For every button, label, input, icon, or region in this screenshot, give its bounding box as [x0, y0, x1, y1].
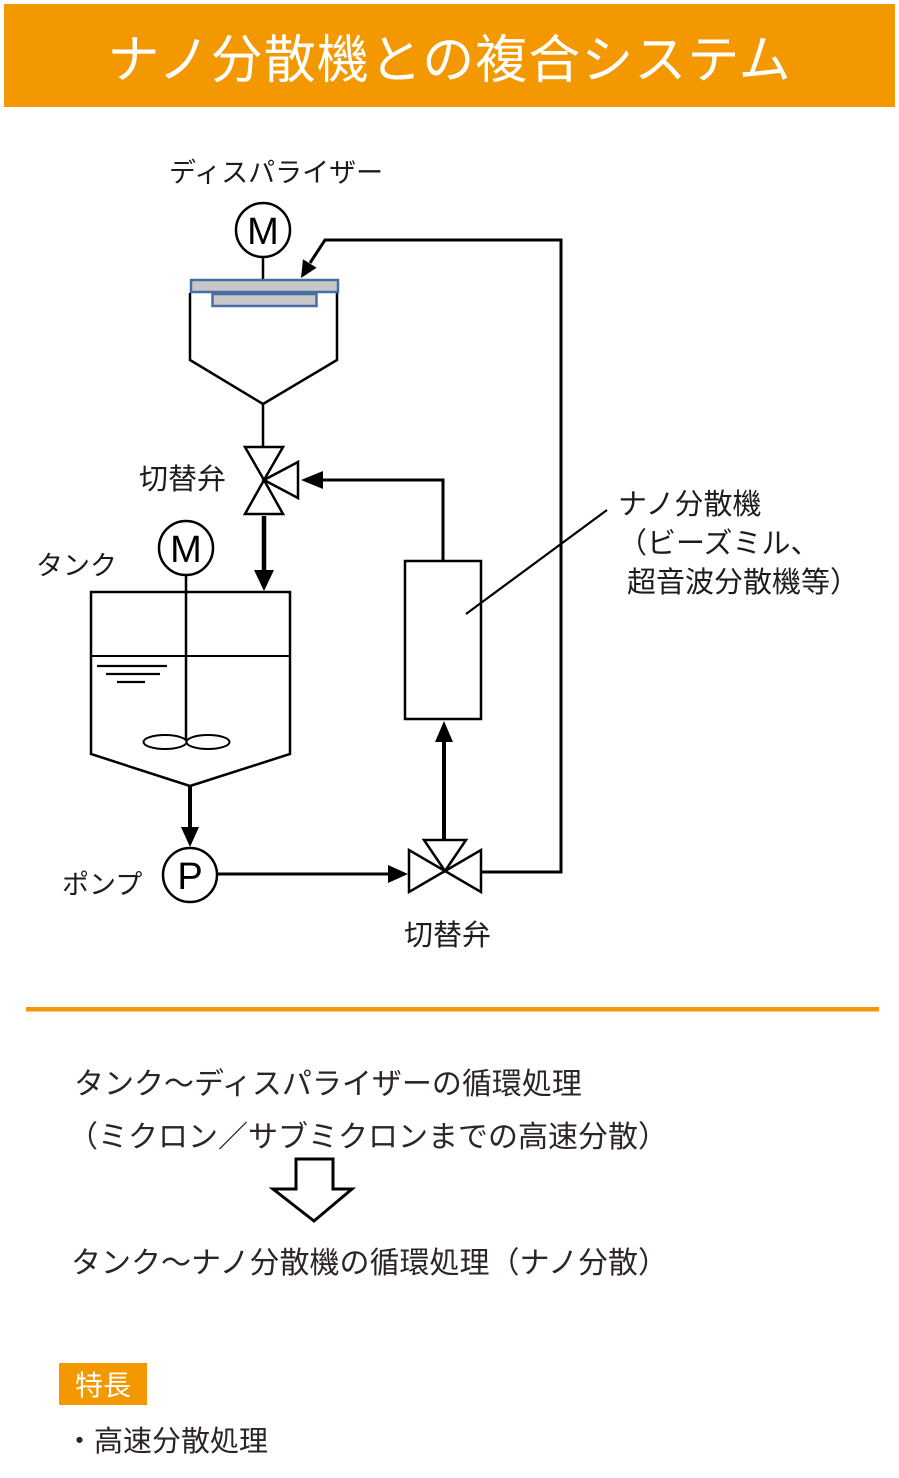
pipe: [322, 478, 445, 561]
arrowhead-left-icon: [301, 471, 323, 489]
valve-top-triangle: [242, 445, 286, 483]
feature-item: ・高速分散処理: [65, 1426, 269, 1458]
valve-bottom-triangle: [242, 477, 286, 516]
arrowhead-downleft-icon: [301, 259, 317, 278]
disperser-rotor-plate: [211, 292, 318, 308]
process-step1-line1: タンク～ディスパライザーの循環処理: [74, 1068, 582, 1101]
block-down-arrow-icon: [268, 1157, 357, 1223]
tank-vessel: [89, 575, 292, 788]
motor-symbol-text: M: [247, 211, 279, 253]
header-banner: ナノ分散機との複合システム: [4, 4, 895, 107]
pump-symbol-text: P: [177, 856, 202, 898]
process-step1-line2: （ミクロン／サブミクロンまでの高速分散）: [68, 1121, 668, 1154]
nano-label-line2: （ビーズミル、: [618, 528, 820, 560]
arrowhead-down-icon: [254, 570, 274, 591]
process-step2: タンク～ナノ分散機の循環処理（ナノ分散）: [71, 1247, 668, 1280]
switching-valve-top-icon: [242, 445, 300, 516]
pipe: [308, 238, 563, 874]
impeller-blade: [185, 734, 231, 750]
pump-icon: P: [161, 846, 219, 904]
impeller-blade: [142, 734, 188, 750]
motor-symbol-text: M: [170, 529, 202, 571]
tank-label: タンク: [36, 551, 117, 581]
flow-arrow-pump-to-valve: [217, 865, 408, 883]
flow-arrow-tank-to-pump: [181, 786, 199, 847]
features-heading-badge: 特長: [59, 1363, 147, 1405]
nano-label-line1: ナノ分散機: [618, 489, 762, 521]
valve-left-triangle: [407, 847, 448, 895]
disperser-body: [188, 293, 339, 406]
nano-label-line3: 超音波分散機等）: [627, 567, 860, 599]
flow-arrow-valve-to-tank: [254, 516, 274, 591]
page-title: ナノ分散機との複合システム: [107, 32, 792, 90]
valve-right-triangle: [261, 459, 300, 501]
valve-top-label: 切替弁: [139, 464, 227, 496]
arrowhead-up-icon: [435, 721, 453, 742]
flow-loop-to-disperser: [301, 238, 563, 874]
flow-arrow-valve-to-nano: [435, 721, 453, 840]
disperser-lid-plate: [189, 278, 340, 294]
motor-circle: [157, 519, 215, 577]
nano-disperser-label: ナノ分散機 （ビーズミル、 超音波分散機等）: [618, 486, 859, 603]
tank-motor-icon: M: [157, 519, 215, 577]
disperser-vessel: [188, 278, 340, 447]
switching-valve-bottom-icon: [407, 838, 483, 895]
valve-bottom-label: 切替弁: [404, 920, 492, 952]
nano-disperser-box: [403, 559, 483, 721]
disperser-label: ディスパライザー: [169, 158, 384, 188]
section-divider: [26, 1007, 879, 1012]
callout-pointer-line: [465, 509, 608, 615]
tank-body: [89, 590, 292, 788]
arrowhead-down-icon: [181, 827, 199, 847]
flow-arrow-nano-to-valve: [301, 471, 445, 561]
arrowhead-right-icon: [388, 865, 408, 883]
pump-label: ポンプ: [62, 870, 143, 900]
